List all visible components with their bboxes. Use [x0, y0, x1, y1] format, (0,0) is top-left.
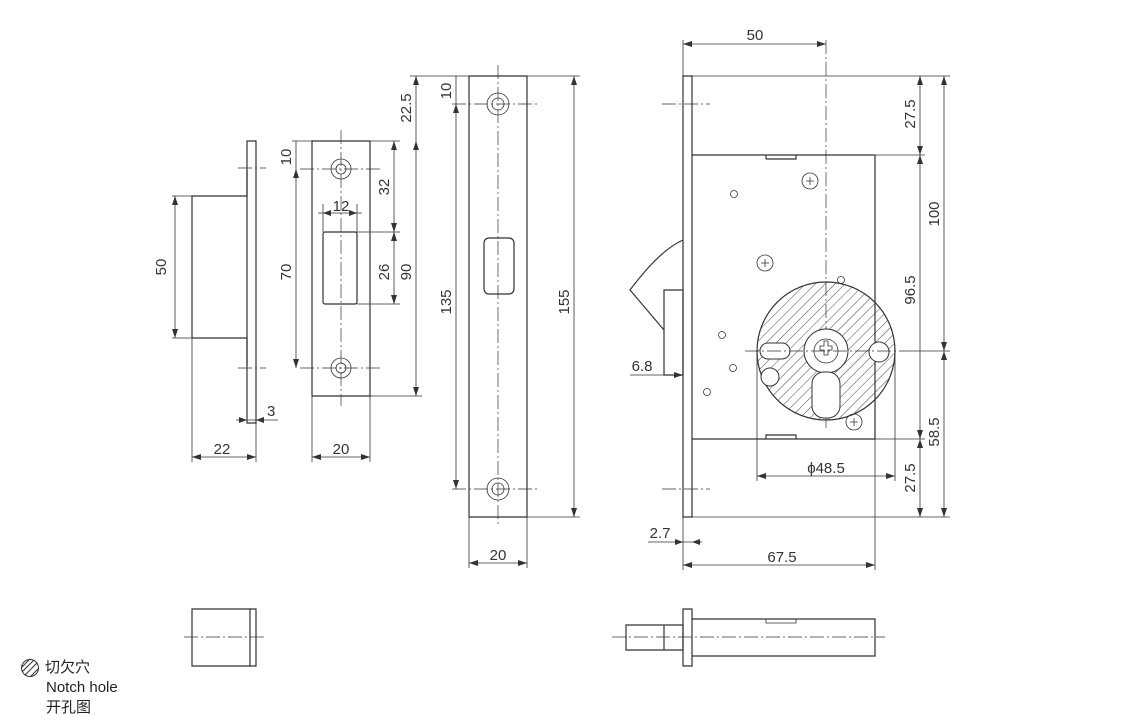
dim-faceplate-top: 10: [438, 83, 455, 100]
dim-lock-bottom: 27.5: [902, 463, 919, 492]
dim-lock-top-width: 50: [747, 27, 764, 44]
strike-face-view: 10 70 12 32 26 90 20: [278, 130, 422, 462]
dim-strike-width: 20: [333, 441, 350, 458]
legend-label-cn: 开孔图: [46, 699, 92, 716]
dim-faceplate-total: 155: [556, 289, 573, 314]
dim-lock-cylinder: ϕ48.5: [807, 460, 845, 477]
dim-faceplate-top-offset: 22.5: [398, 93, 415, 122]
dim-lock-plate: 2.7: [650, 525, 671, 542]
faceplate-view: 22.5 10 135 155 20: [398, 65, 580, 568]
lock-bottom-view: [612, 608, 885, 667]
dim-strike-opening-top: 32: [376, 179, 393, 196]
dim-strike-opening-height: 26: [376, 264, 393, 281]
lock-body-view: 50 27.5 96.5 27.5 100 58.5 ϕ48.5 6.8: [629, 27, 950, 570]
hatch-swatch-icon: [21, 659, 39, 677]
dim-strike-top: 10: [278, 149, 295, 166]
dim-strike-thickness: 3: [267, 403, 275, 420]
legend-label-jp: 切欠穴: [45, 659, 91, 676]
legend: 切欠穴 Notch hole 开孔图: [20, 658, 118, 718]
dim-lock-depth: 67.5: [767, 549, 796, 566]
dim-strike-opening-width: 12: [333, 198, 350, 215]
strike-bottom-view: [184, 608, 266, 667]
dim-lock-case: 96.5: [902, 275, 919, 304]
dim-lock-backset: 100: [926, 201, 943, 226]
dim-lock-top: 27.5: [902, 99, 919, 128]
dim-strike-height: 50: [153, 259, 170, 276]
dim-strike-total: 90: [398, 264, 415, 281]
dim-lock-latch: 6.8: [632, 358, 653, 375]
dim-strike-depth: 22: [214, 441, 231, 458]
dim-strike-hole-spacing: 70: [278, 264, 295, 281]
strike-side-view: 50 22 3: [153, 140, 278, 462]
dim-faceplate-hole-spacing: 135: [438, 289, 455, 314]
legend-label-en: Notch hole: [46, 679, 118, 696]
dim-lock-lower: 58.5: [926, 417, 943, 446]
dim-faceplate-width: 20: [490, 547, 507, 564]
